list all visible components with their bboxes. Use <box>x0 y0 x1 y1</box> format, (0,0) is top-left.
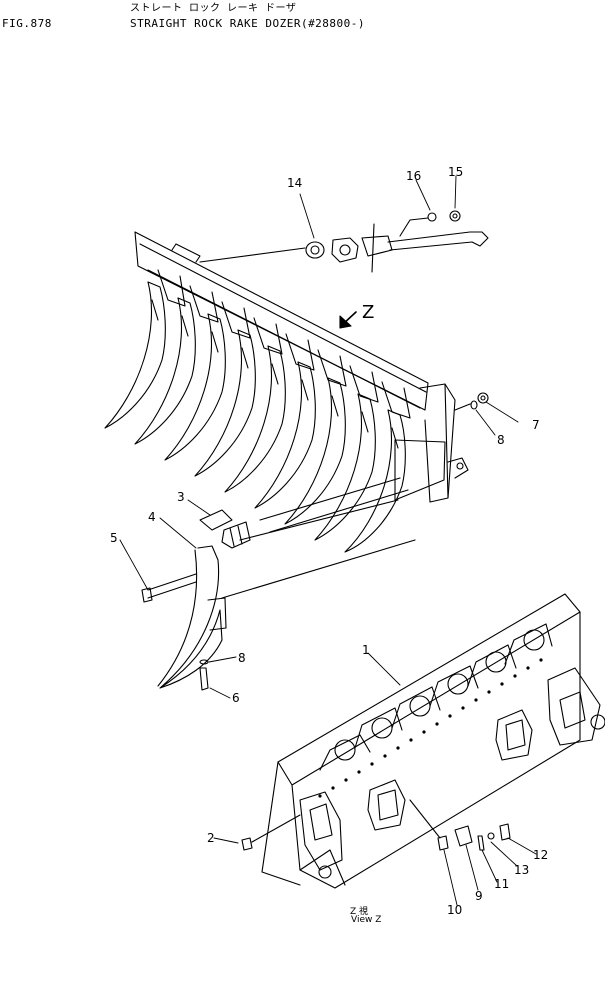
diagram-title: STRAIGHT ROCK RAKE DOZER(#28800-) <box>130 17 366 30</box>
callout-15: 15 <box>448 165 463 179</box>
callout-8b: 8 <box>238 651 246 665</box>
rake-teeth <box>104 281 406 553</box>
callout-3: 3 <box>177 490 185 504</box>
japanese-title: ストレート ロック レーキ ドーザ <box>130 3 297 14</box>
callout-5: 5 <box>110 531 118 545</box>
callout-1: 1 <box>362 643 370 657</box>
callout-8a: 8 <box>497 433 505 447</box>
single-tooth-detail <box>141 499 416 691</box>
callout-2: 2 <box>207 831 215 845</box>
view-z-arrow <box>339 311 357 329</box>
callout-16: 16 <box>406 169 421 183</box>
callout-12: 12 <box>533 848 548 862</box>
callout-4: 4 <box>148 510 156 524</box>
figure-number: FIG.878 <box>2 17 52 30</box>
view-caption-jp: Z 視 <box>350 907 369 917</box>
blade-frame-cells <box>319 623 553 771</box>
view-z-marker: Z <box>362 302 375 323</box>
callout-7: 7 <box>532 418 540 432</box>
blade-frame <box>261 593 605 889</box>
leader-lines <box>119 175 537 906</box>
top-linkage <box>199 210 489 273</box>
callout-9: 9 <box>475 889 483 903</box>
hardware-right <box>454 392 489 411</box>
rake-assembly <box>104 231 469 553</box>
callout-14: 14 <box>287 176 302 190</box>
view-caption-en: View Z <box>351 915 382 925</box>
callout-13: 13 <box>514 863 529 877</box>
callout-6: 6 <box>232 691 240 705</box>
callout-11: 11 <box>494 877 509 891</box>
callout-10: 10 <box>447 903 462 917</box>
hardware-lower <box>241 799 511 851</box>
